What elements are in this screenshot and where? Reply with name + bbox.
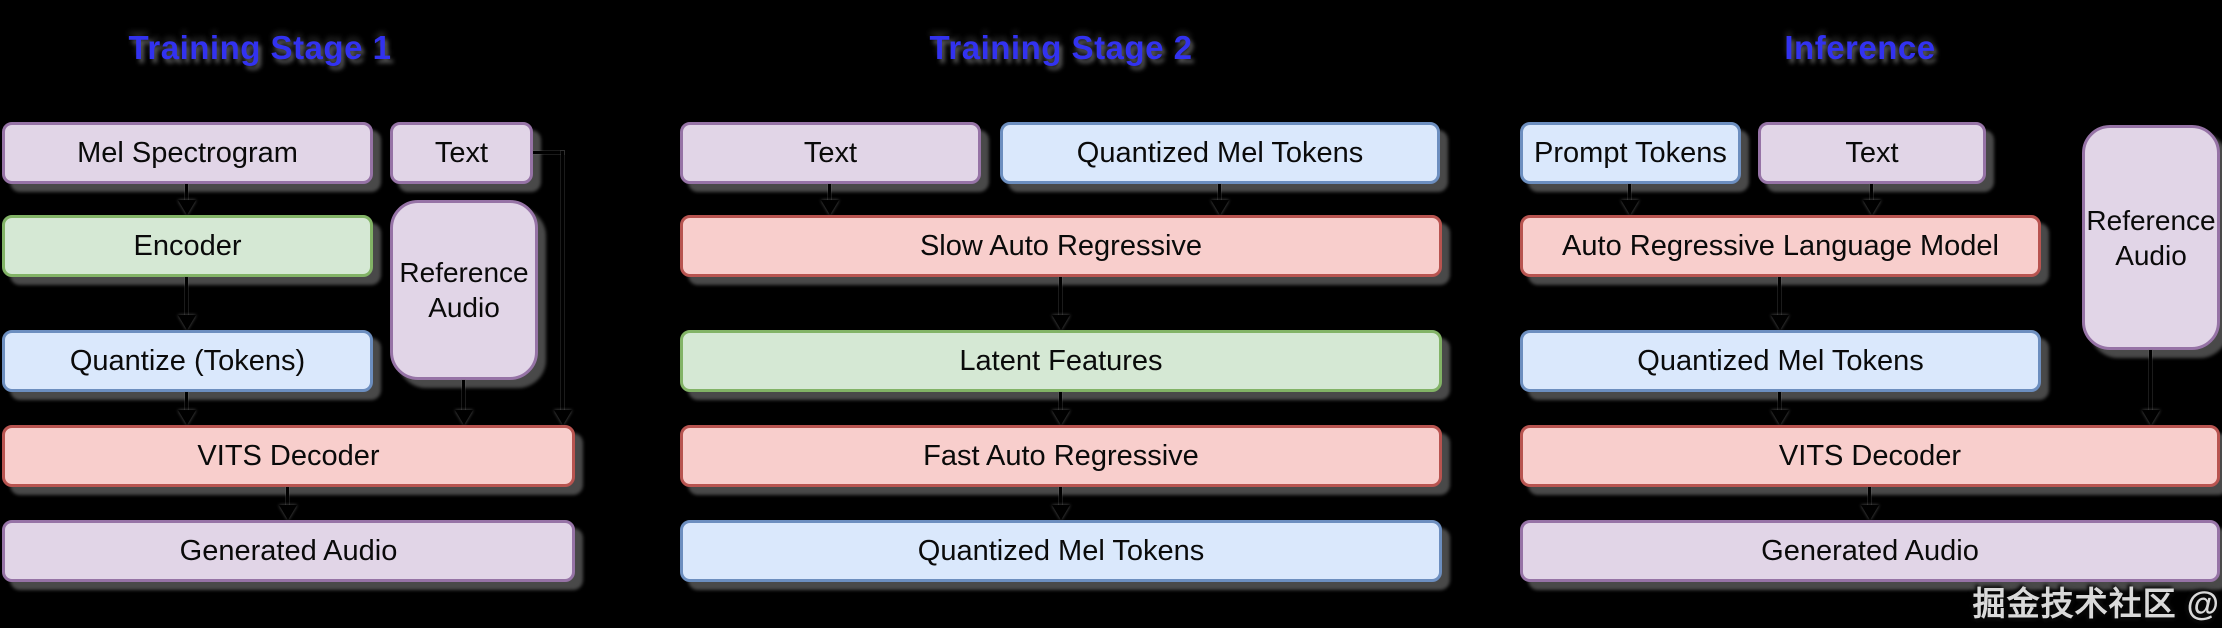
box-latent-features: Latent Features (680, 330, 1442, 392)
arrow-prompt-to-arlm-head (1621, 200, 1639, 215)
box-text-inference: Text (1758, 122, 1986, 184)
arrow-vits3-to-generated3-head (1861, 505, 1879, 520)
arrow-arlm-to-qmt-head (1771, 315, 1789, 330)
arrow-fastar-to-qmtout-head (1052, 505, 1070, 520)
title-training-stage-2: Training Stage 2 (929, 29, 1193, 66)
title-inference: Inference (1784, 29, 1936, 66)
arrow-text3-to-arlm-head (1863, 200, 1881, 215)
arrow-quantize-to-vits-line (184, 391, 189, 412)
arrow-text-to-vits-head (554, 410, 572, 425)
box-reference-audio-stage1: Reference Audio (390, 200, 538, 380)
box-slow-auto-regressive: Slow Auto Regressive (680, 215, 1442, 277)
arrow-text2-to-slowar-head (821, 200, 839, 215)
box-encoder: Encoder (2, 215, 373, 277)
arrow-vits-to-generated-line (285, 486, 290, 507)
box-text-stage2: Text (680, 122, 981, 184)
arrow-refaudio-to-vits-head (455, 410, 473, 425)
watermark-text: 掘金技术社区 @ ychenhub (1972, 585, 2220, 628)
arrow-mel-to-encoder-line (184, 183, 189, 202)
box-vits-decoder-inference: VITS Decoder (1520, 425, 2220, 487)
box-reference-audio-inference: Reference Audio (2082, 125, 2220, 350)
arrow-arlm-to-qmt-line (1777, 276, 1782, 317)
arrow-qmt-to-slowar-head (1211, 200, 1229, 215)
arrow-mel-to-encoder-head (178, 200, 196, 215)
arrow-prompt-to-arlm-line (1627, 183, 1632, 202)
box-mel-spectrogram: Mel Spectrogram (2, 122, 373, 184)
box-quantized-mel-tokens-out: Quantized Mel Tokens (680, 520, 1442, 582)
title-training-stage-1: Training Stage 1 (128, 29, 392, 66)
box-prompt-tokens: Prompt Tokens (1520, 122, 1741, 184)
arrow-refaudio3-to-vits3-line (2148, 349, 2153, 412)
arrow-latent-to-fastar-line (1058, 391, 1063, 412)
arrow-vits-to-generated-head (279, 505, 297, 520)
arrow-latent-to-fastar-head (1052, 410, 1070, 425)
arrow-text3-to-arlm-line (1869, 183, 1874, 202)
box-quantized-mel-tokens-in: Quantized Mel Tokens (1000, 122, 1440, 184)
arrow-text-to-vits-hline (532, 150, 565, 155)
arrow-refaudio-to-vits-line (461, 379, 466, 412)
box-auto-regressive-language-model: Auto Regressive Language Model (1520, 215, 2041, 277)
arrow-encoder-to-quantize-head (178, 315, 196, 330)
arrow-text-to-vits-vline (560, 150, 565, 413)
arrow-refaudio3-to-vits3-head (2142, 410, 2160, 425)
arrow-text2-to-slowar-line (827, 183, 832, 202)
arrow-slowar-to-latent-line (1058, 276, 1063, 317)
arrow-encoder-to-quantize-line (184, 276, 189, 317)
arrow-qmt-to-vits3-head (1771, 410, 1789, 425)
box-fast-auto-regressive: Fast Auto Regressive (680, 425, 1442, 487)
box-quantized-mel-tokens-inference: Quantized Mel Tokens (1520, 330, 2041, 392)
box-vits-decoder-stage1: VITS Decoder (2, 425, 575, 487)
arrow-qmt-to-slowar-line (1217, 183, 1222, 202)
box-quantize-tokens: Quantize (Tokens) (2, 330, 373, 392)
arrow-fastar-to-qmtout-line (1058, 486, 1063, 507)
box-generated-audio-inference: Generated Audio (1520, 520, 2220, 582)
arrow-quantize-to-vits-head (178, 410, 196, 425)
arrow-vits3-to-generated3-line (1867, 486, 1872, 507)
box-generated-audio-stage1: Generated Audio (2, 520, 575, 582)
arrow-qmt-to-vits3-line (1777, 391, 1782, 412)
arrow-slowar-to-latent-head (1052, 315, 1070, 330)
box-text-stage1: Text (390, 122, 533, 184)
